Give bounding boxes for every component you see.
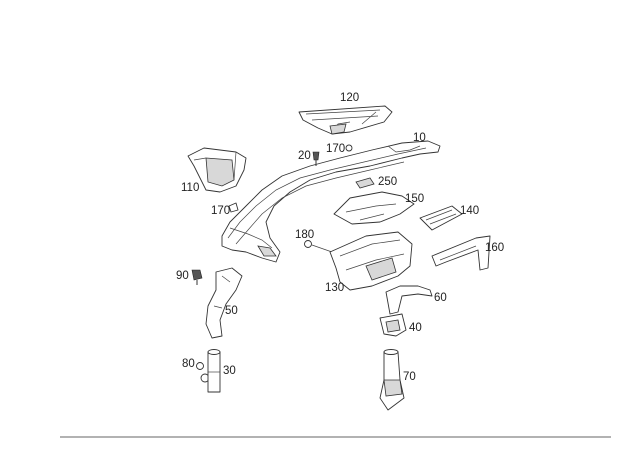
callout-120: 120 <box>340 92 359 104</box>
callout-50: 50 <box>225 305 238 317</box>
part-10-drawing <box>221 140 441 263</box>
part-140-drawing <box>419 205 463 231</box>
part-120-drawing <box>298 105 393 135</box>
part-60-drawing <box>385 285 433 315</box>
callout-20: 20 <box>298 150 311 162</box>
callout-110: 110 <box>181 182 199 194</box>
part-180-drawing <box>304 240 333 253</box>
callout-10: 10 <box>413 132 426 144</box>
part-40-drawing <box>379 313 407 337</box>
part-20-drawing <box>312 151 320 166</box>
callout-160: 160 <box>485 242 504 254</box>
callout-30: 30 <box>223 365 236 377</box>
part-30-drawing <box>207 349 221 393</box>
callout-40: 40 <box>409 322 422 334</box>
part-170b-drawing <box>228 202 239 213</box>
callout-150: 150 <box>405 193 424 205</box>
part-90-drawing <box>191 269 203 285</box>
part-50-drawing <box>205 267 243 339</box>
callout-170-upper: 170 <box>326 143 345 155</box>
part-160-drawing <box>431 235 491 271</box>
part-110-drawing <box>187 147 247 193</box>
callout-labels: 120 10 20 170 250 110 170 150 140 180 16… <box>176 92 504 383</box>
callout-130: 130 <box>325 282 344 294</box>
part-170a-drawing <box>345 144 353 152</box>
callout-70: 70 <box>403 371 416 383</box>
part-250-drawing <box>355 177 375 189</box>
part-150-drawing <box>333 191 415 225</box>
part-80-drawing <box>196 362 210 383</box>
part-70-drawing <box>379 349 405 411</box>
callout-140: 140 <box>460 205 479 217</box>
callout-170-lower: 170 <box>211 205 230 217</box>
callout-80: 80 <box>182 358 195 370</box>
callout-90: 90 <box>176 270 189 282</box>
part-130-drawing <box>329 231 413 291</box>
callout-180: 180 <box>295 229 314 241</box>
callout-60: 60 <box>434 292 447 304</box>
callout-250: 250 <box>378 176 397 188</box>
